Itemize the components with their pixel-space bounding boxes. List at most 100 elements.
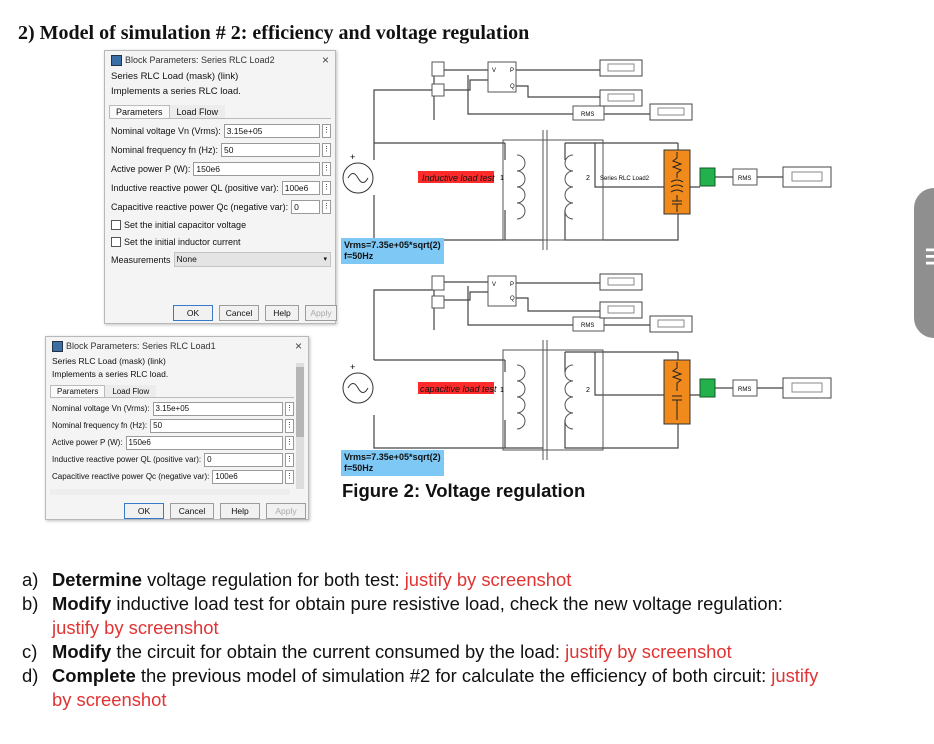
display-bottom-2[interactable]: [599, 301, 643, 319]
param-label: Inductive reactive power QL (positive va…: [111, 182, 279, 193]
source-bottom-freq: f=50Hz: [344, 463, 374, 473]
tab-load-flow[interactable]: Load Flow: [105, 385, 157, 397]
inductive-power-field[interactable]: 100e6: [281, 180, 320, 195]
rms-block-bottom[interactable]: [572, 316, 605, 332]
question-text: the previous model of simulation #2 for …: [135, 665, 772, 686]
inductive-load-label-box: [418, 171, 494, 183]
series-rlc-load-bottom-icon[interactable]: [663, 359, 691, 425]
current-measure-bottom[interactable]: [699, 378, 716, 398]
pq-block-bottom[interactable]: [487, 275, 517, 307]
rms-block-bottom-right[interactable]: [732, 379, 758, 397]
question-text: voltage regulation for both test:: [141, 569, 405, 590]
rms-block-top-right[interactable]: [732, 168, 758, 186]
display-top-2[interactable]: [599, 89, 643, 107]
horizontal-scrollbar[interactable]: [50, 489, 290, 495]
param-label: Capacitive reactive power Qc (negative v…: [52, 472, 210, 481]
param-label: Active power P (W):: [111, 163, 191, 174]
pq-v-label-b: V: [492, 282, 496, 288]
more-icon[interactable]: ⋮: [285, 435, 294, 450]
voltage-measure-top-2[interactable]: [431, 83, 445, 97]
ac-source-bottom-icon[interactable]: [342, 372, 374, 404]
page-heading: 2) Model of simulation # 2: efficiency a…: [18, 22, 530, 44]
param-label: Nominal voltage Vn (Vrms):: [52, 404, 150, 413]
voltage-measure-top[interactable]: [431, 61, 445, 77]
source-top-plus: +: [350, 152, 355, 162]
cancel-button[interactable]: Cancel: [219, 305, 259, 321]
pq-p-label-b: P: [510, 282, 514, 288]
display-bottom-1[interactable]: [599, 273, 643, 291]
capacitive-power-field[interactable]: 0: [291, 199, 320, 214]
param-label: Nominal voltage Vn (Vrms):: [111, 125, 221, 136]
pq-q-label-b: Q: [510, 296, 515, 302]
nominal-frequency-field[interactable]: 50: [150, 418, 283, 433]
more-icon[interactable]: ⋮: [322, 199, 331, 214]
capacitive-load-label: capacitive load test: [420, 384, 497, 394]
help-button[interactable]: Help: [220, 503, 260, 519]
help-button[interactable]: Help: [265, 305, 299, 321]
source-top-label: Vrms=7.35e+05*sqrt(2) f=50Hz: [341, 238, 444, 264]
display-bottom-3[interactable]: [649, 315, 693, 333]
dialog-title: Block Parameters: Series RLC Load1: [66, 341, 216, 351]
more-icon[interactable]: ⋮: [285, 452, 294, 467]
voltage-measure-bottom[interactable]: [431, 275, 445, 291]
display-bottom-4[interactable]: [782, 377, 832, 399]
cancel-button[interactable]: Cancel: [170, 503, 214, 519]
rms-label-top-right: RMS: [738, 176, 751, 182]
active-power-field[interactable]: 150e6: [193, 161, 320, 176]
measurements-select[interactable]: None▾: [173, 252, 331, 267]
port-1-top: 1: [500, 175, 504, 182]
display-top-4[interactable]: [782, 166, 832, 188]
dialog-subtitle: Series RLC Load (mask) (link): [111, 71, 239, 82]
active-power-field[interactable]: 150e6: [125, 435, 283, 450]
more-icon[interactable]: ⋮: [322, 180, 331, 195]
capacitive-power-field[interactable]: 100e6: [212, 469, 283, 484]
nominal-voltage-field[interactable]: 3.15e+05: [152, 401, 283, 416]
vertical-scrollbar[interactable]: [296, 363, 304, 489]
source-bottom-vrms: Vrms=7.35e+05*sqrt(2): [344, 452, 441, 462]
checkbox-label: Set the initial capacitor voltage: [124, 219, 247, 230]
rms-label-bottom: RMS: [581, 323, 594, 329]
source-top-vrms: Vrms=7.35e+05*sqrt(2): [344, 240, 441, 250]
ok-button[interactable]: OK: [124, 503, 164, 519]
current-measure-top[interactable]: [699, 167, 716, 187]
question-marker: a): [22, 569, 39, 590]
tab-load-flow[interactable]: Load Flow: [169, 105, 226, 118]
apply-button[interactable]: Apply: [266, 503, 306, 519]
more-icon[interactable]: ⋮: [285, 469, 294, 484]
param-label: Active power P (W):: [52, 438, 123, 447]
more-icon[interactable]: ⋮: [322, 123, 331, 138]
series-rlc-load-top-icon[interactable]: [663, 149, 691, 215]
question-justify: justify by screenshot: [565, 641, 732, 662]
chevron-down-icon: ▾: [323, 256, 327, 263]
capacitor-voltage-checkbox[interactable]: [111, 219, 121, 230]
question-verb: Complete: [52, 665, 136, 686]
inductive-power-field[interactable]: 0: [204, 452, 283, 467]
side-menu-handle[interactable]: ≡: [914, 188, 934, 338]
matlab-icon: [111, 54, 122, 66]
display-top-3[interactable]: [649, 103, 693, 121]
close-icon[interactable]: ×: [294, 339, 302, 353]
voltage-measure-bottom-2[interactable]: [431, 295, 445, 309]
apply-button[interactable]: Apply: [305, 305, 337, 321]
inductor-current-checkbox[interactable]: [111, 236, 121, 247]
tab-parameters[interactable]: Parameters: [109, 105, 170, 118]
tab-parameters[interactable]: Parameters: [50, 385, 106, 397]
menu-icon: ≡: [924, 236, 934, 279]
question-justify: justify: [771, 665, 819, 686]
more-icon[interactable]: ⋮: [322, 161, 331, 176]
nominal-frequency-field[interactable]: 50: [221, 142, 320, 157]
ok-button[interactable]: OK: [173, 305, 213, 321]
more-icon[interactable]: ⋮: [285, 418, 294, 433]
more-icon[interactable]: ⋮: [285, 401, 294, 416]
dialog-description: Implements a series RLC load.: [111, 86, 241, 97]
display-top-1[interactable]: [599, 59, 643, 77]
more-icon[interactable]: ⋮: [322, 142, 331, 157]
ac-source-top-icon[interactable]: [342, 162, 374, 194]
pq-block-top[interactable]: [487, 61, 517, 93]
source-bottom-plus: +: [350, 362, 355, 372]
nominal-voltage-field[interactable]: 3.15e+05: [223, 123, 320, 138]
close-icon[interactable]: ×: [321, 53, 329, 67]
block-parameters-dialog-load1: Block Parameters: Series RLC Load1 × Ser…: [45, 336, 309, 520]
rms-block-top[interactable]: [572, 105, 605, 121]
